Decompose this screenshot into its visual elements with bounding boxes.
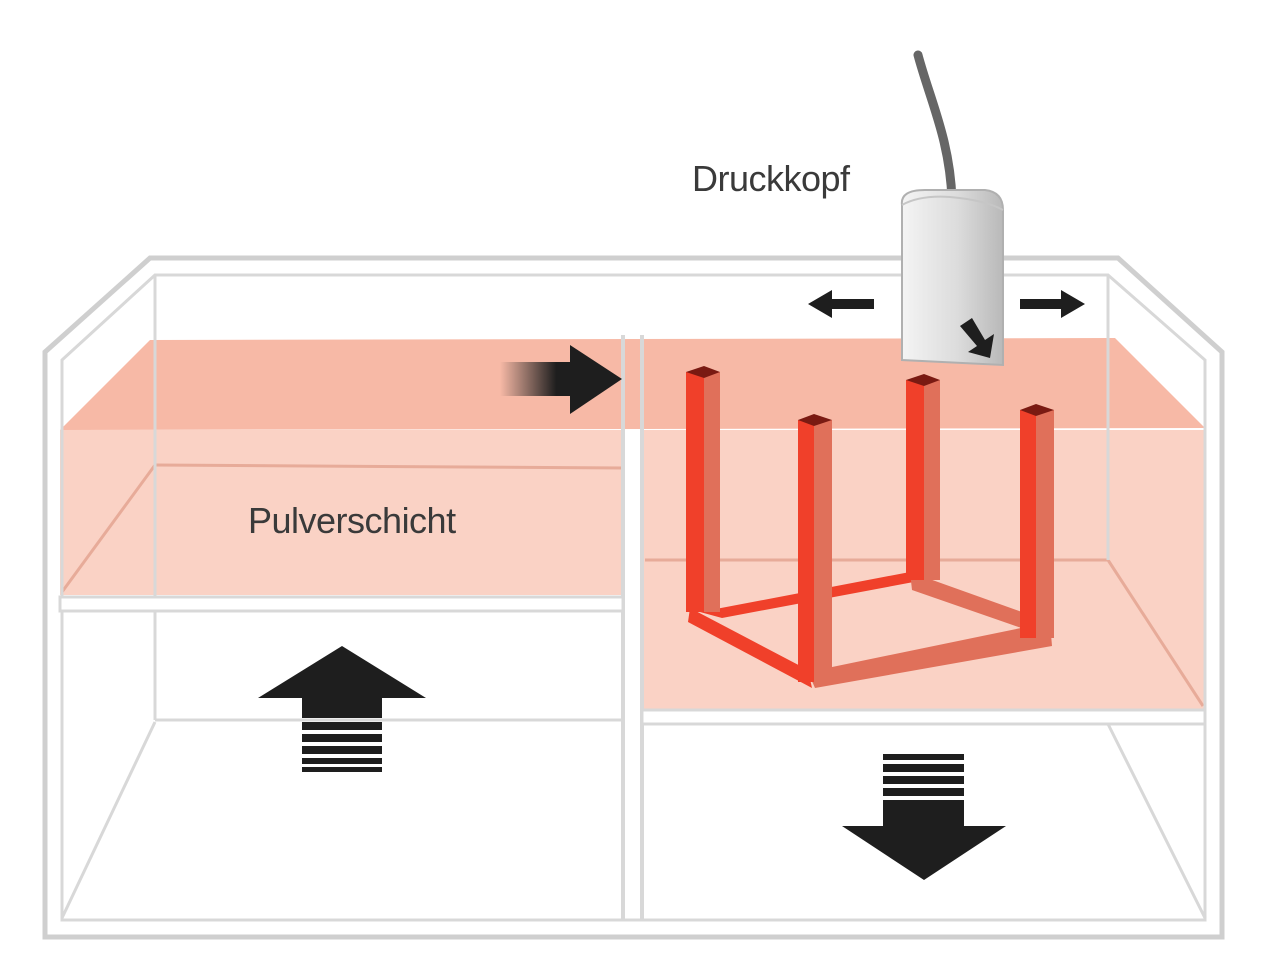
arrow-right-icon xyxy=(1020,290,1085,318)
part-base-right xyxy=(910,572,1050,638)
powder-layer-label: Pulverschicht xyxy=(248,500,456,541)
arrow-left-icon xyxy=(808,290,874,318)
part-leg-front-right xyxy=(1020,404,1054,638)
build-floor-diag xyxy=(1106,559,1205,707)
print-head-label: Druckkopf xyxy=(692,158,851,199)
arrow-down-icon xyxy=(842,754,1006,880)
build-lower-diag xyxy=(1106,723,1207,919)
feed-arrow-right-icon xyxy=(500,345,622,414)
frame-outer-outline xyxy=(42,255,1225,940)
printed-part xyxy=(686,366,1054,688)
arrow-down-right-icon xyxy=(960,318,994,358)
arrow-up-icon xyxy=(258,646,426,772)
part-base-left xyxy=(688,608,812,688)
part-base-front xyxy=(808,622,1052,688)
part-leg-back-left xyxy=(686,366,720,612)
supply-piston-plate xyxy=(58,595,625,613)
print-head-cable xyxy=(913,50,957,205)
machine-frame xyxy=(42,255,1225,940)
print-head xyxy=(900,50,1004,367)
powder-inner-edge xyxy=(154,463,624,470)
powder-inner-diag xyxy=(60,464,157,593)
part-leg-front-left xyxy=(798,414,832,682)
supply-lower-diag xyxy=(60,721,157,919)
print-head-top xyxy=(901,195,1004,211)
build-piston-plate xyxy=(640,708,1207,726)
part-leg-back-right xyxy=(906,374,940,580)
